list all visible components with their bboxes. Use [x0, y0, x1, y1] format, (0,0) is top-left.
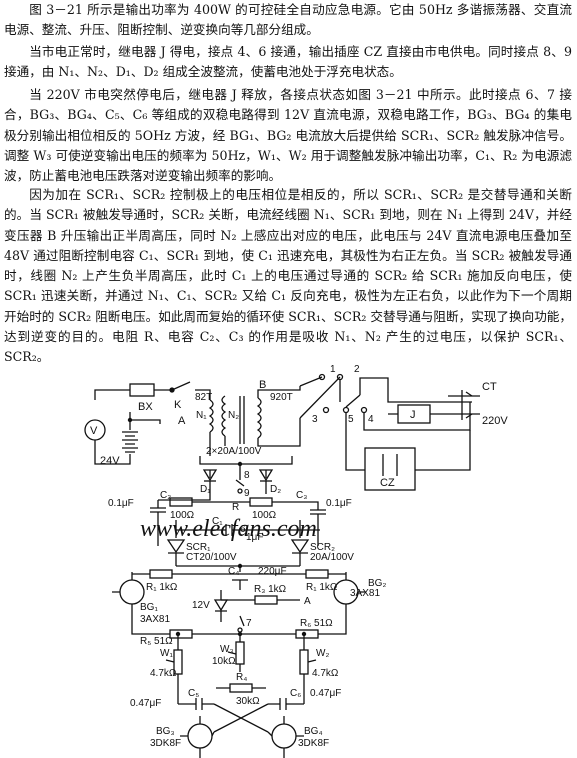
resistor-r4-value: 30kΩ — [236, 696, 260, 707]
pot-w3-value: 10kΩ — [212, 656, 236, 667]
pot-w1-label: W₁ — [160, 648, 173, 659]
pot-w3-label: W₃ — [220, 644, 234, 655]
diode-d1-label: D₁ — [200, 484, 211, 495]
cap-c2-label: C₂ — [160, 490, 171, 501]
bg3-type: 3DK8F — [150, 738, 181, 749]
zener-12v-label: 12V — [192, 600, 210, 611]
resistor-r-label: R — [232, 502, 239, 513]
bg2-label: BG₂ — [368, 578, 386, 589]
coil-n1-label: N₁ — [196, 410, 207, 421]
paragraph-commutation: 因为加在 SCR₁、SCR₂ 控制极上的电压相位是相反的，所以 SCR₁、SCR… — [4, 187, 572, 365]
diodes-rating-label: 2×20A/100V — [206, 446, 262, 457]
paragraph-intro: 图 3－21 所示是输出功率为 400W 的可控硅全自动应急电源。它由 50Hz… — [4, 2, 572, 38]
node-a-label-2: A — [304, 596, 311, 607]
scr1-rating: CT20/100V — [186, 552, 237, 563]
contact-1-label: 1 — [330, 364, 336, 375]
scr1-label: SCR₁ — [186, 542, 211, 553]
cap-047a-label: 0.47μF — [130, 698, 161, 709]
scr2-label: SCR₂ — [310, 542, 335, 553]
resistor-r6-label: R₆ 51Ω — [300, 618, 333, 629]
contact-4-label: 4 — [368, 414, 374, 425]
cap-c6-label: C₆ — [290, 688, 301, 699]
cap-c4-value: 220μF — [258, 566, 287, 577]
switch-label: K — [174, 399, 182, 411]
bg4-type: 3DK8F — [298, 738, 329, 749]
voltmeter-label: V — [90, 425, 98, 437]
turns-82-label: 82T — [195, 392, 212, 403]
socket-cz-label: CZ — [380, 477, 395, 489]
resistor-r1a-label: R₁ 1kΩ — [146, 582, 178, 593]
bg2-type: 3AX81 — [350, 588, 380, 599]
battery-voltage-label: 24V — [100, 455, 120, 467]
contact-3-label: 3 — [312, 414, 318, 425]
cap-047b-label: 0.47μF — [310, 688, 341, 699]
mains-220v-label: 220V — [482, 415, 508, 427]
bg3-label: BG₃ — [156, 726, 175, 737]
resistor-r4-label: R₄ — [236, 672, 247, 683]
cap-01b-label: 0.1μF — [326, 498, 352, 509]
paragraph-power-failure: 当 220V 市电突然停电后，继电器 J 释放，各接点状态如图 3－21 中所示… — [4, 87, 572, 184]
resistor-47b-label: 4.7kΩ — [312, 668, 339, 679]
watermark: www.elecfans.com — [140, 516, 317, 542]
fuse-label: BX — [138, 401, 153, 413]
contact-8-label: 8 — [244, 470, 250, 481]
resistor-100a-label: 100Ω — [170, 510, 195, 521]
cap-c1-label: C₁ — [212, 516, 223, 527]
bg1-type: 3AX81 — [140, 614, 170, 625]
cap-c1-value: 1μF — [246, 532, 263, 543]
plug-ct-label: CT — [482, 381, 497, 393]
contact-5-label: 5 — [348, 414, 354, 425]
bg4-label: BG₄ — [304, 726, 323, 737]
resistor-r3-label: R₃ 1kΩ — [254, 584, 287, 595]
contact-7-label: 7 — [246, 618, 252, 629]
scr2-rating: 20A/100V — [310, 552, 354, 563]
resistor-r1b-label: R₁ 1kΩ — [306, 582, 338, 593]
coil-n2-label: N₂ — [228, 410, 239, 421]
relay-j-label: J — [410, 409, 416, 421]
node-a-label-1: A — [178, 415, 186, 427]
bg1-label: BG₁ — [140, 602, 158, 613]
cap-c3-label: C₃ — [296, 490, 307, 501]
resistor-100b-label: 100Ω — [252, 510, 277, 521]
diode-d2-label: D₂ — [270, 484, 281, 495]
circuit-diagram: BX K V 24V A B 82T 920T N₁ N₂ 1 2 3 4 5 … — [84, 364, 508, 758]
resistor-47a-label: 4.7kΩ — [150, 668, 177, 679]
cap-c4-label: C₄ — [228, 566, 239, 577]
resistor-r5-label: R₅ 51Ω — [140, 636, 173, 647]
paragraph-mains-normal: 当市电正常时，继电器 J 得电，接点 4、6 接通，输出插座 CZ 直接由市电供… — [4, 44, 572, 80]
transformer-label: B — [259, 379, 266, 391]
cap-c5-label: C₅ — [188, 688, 199, 699]
contact-2-label: 2 — [354, 364, 360, 375]
cap-01a-label: 0.1μF — [108, 498, 134, 509]
contact-6-label: 6 — [240, 524, 246, 535]
contact-9-label: 9 — [244, 488, 250, 499]
turns-920-label: 920T — [270, 392, 293, 403]
pot-w2-label: W₂ — [316, 648, 329, 659]
